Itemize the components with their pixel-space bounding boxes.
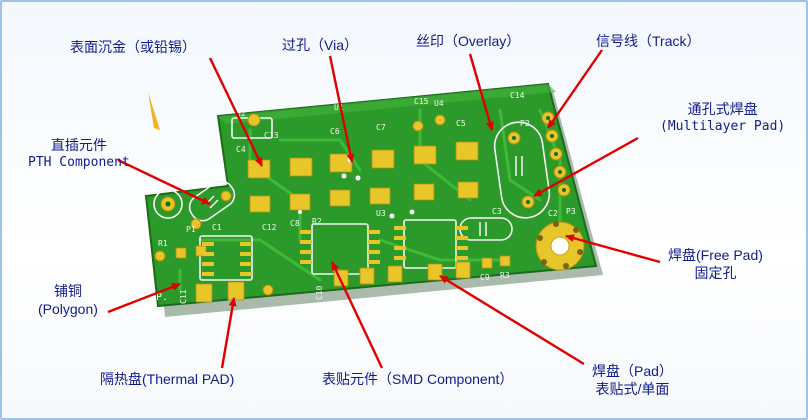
silk-c9: C9 [480, 273, 490, 282]
silk-c2: C2 [548, 209, 558, 218]
sparkle-decoration [148, 92, 160, 130]
label-polygon-cn: 铺铜 [53, 283, 82, 299]
silk-p3: P3 [566, 207, 576, 216]
silk-c11: C11 [179, 289, 188, 304]
label-pad: 焊盘（Pad） 表贴式/单面 [592, 362, 673, 398]
label-free-pad-cn: 焊盘(Free Pad) [668, 247, 763, 263]
silk-c5: C5 [456, 119, 466, 128]
label-polygon: 铺铜 (Polygon) [38, 282, 98, 318]
silk-u1: U1 [334, 103, 344, 112]
silk-c1: C1 [212, 223, 222, 232]
label-pth-component: 直插元件 PTH Component [28, 136, 130, 172]
mounting-hole [535, 221, 585, 271]
silk-c14: C14 [510, 91, 525, 100]
silk-c13: C13 [264, 131, 279, 140]
silk-u3: U3 [376, 209, 386, 218]
silk-p2: P2 [520, 119, 530, 128]
label-smd-component: 表贴元件（SMD Component） [322, 371, 514, 387]
label-pth-en: PTH Component [28, 155, 130, 170]
silk-p1: P1 [186, 225, 196, 234]
label-multilayer-pad-en: (Multilayer Pad) [660, 119, 786, 134]
label-overlay: 丝印（Overlay） [416, 33, 521, 49]
label-multilayer-pad: 通孔式焊盘 (Multilayer Pad) [660, 100, 785, 136]
label-multilayer-pad-cn: 通孔式焊盘 [687, 101, 758, 117]
label-free-pad-cn2: 固定孔 [694, 265, 737, 281]
label-pth-cn: 直插元件 [50, 137, 107, 153]
silk-r2: R2 [312, 217, 322, 226]
silk-c6: C6 [330, 127, 340, 136]
silk-u2: U2 [236, 109, 246, 118]
silk-c8: C8 [290, 219, 300, 228]
silk-c15: C15 [414, 97, 429, 106]
label-free-pad: 焊盘(Free Pad) 固定孔 [668, 246, 763, 282]
label-track: 信号线（Track） [596, 33, 701, 49]
label-via: 过孔（Via） [282, 37, 358, 53]
label-surface-finish: 表面沉金（或铅锡） [70, 39, 196, 55]
silk-r3: R3 [500, 271, 510, 280]
silk-amp: AMP. [144, 292, 168, 303]
silk-c3: C3 [492, 207, 502, 216]
label-polygon-en: (Polygon) [38, 301, 98, 317]
silk-c12: C12 [262, 223, 277, 232]
pointer-arrows [107, 49, 661, 369]
label-thermal-pad: 隔热盘(Thermal PAD) [100, 371, 235, 387]
smd-pads [175, 141, 511, 303]
silk-c7: C7 [376, 123, 386, 132]
silk-c4: C4 [236, 145, 246, 154]
silk-r1: R1 [158, 239, 168, 248]
silk-c10: C10 [315, 285, 324, 300]
ic-pins [202, 226, 468, 276]
silk-u4: U4 [434, 99, 444, 108]
label-pad-cn2: 表贴式/单面 [595, 381, 670, 397]
label-pad-cn: 焊盘（Pad） [592, 363, 673, 379]
